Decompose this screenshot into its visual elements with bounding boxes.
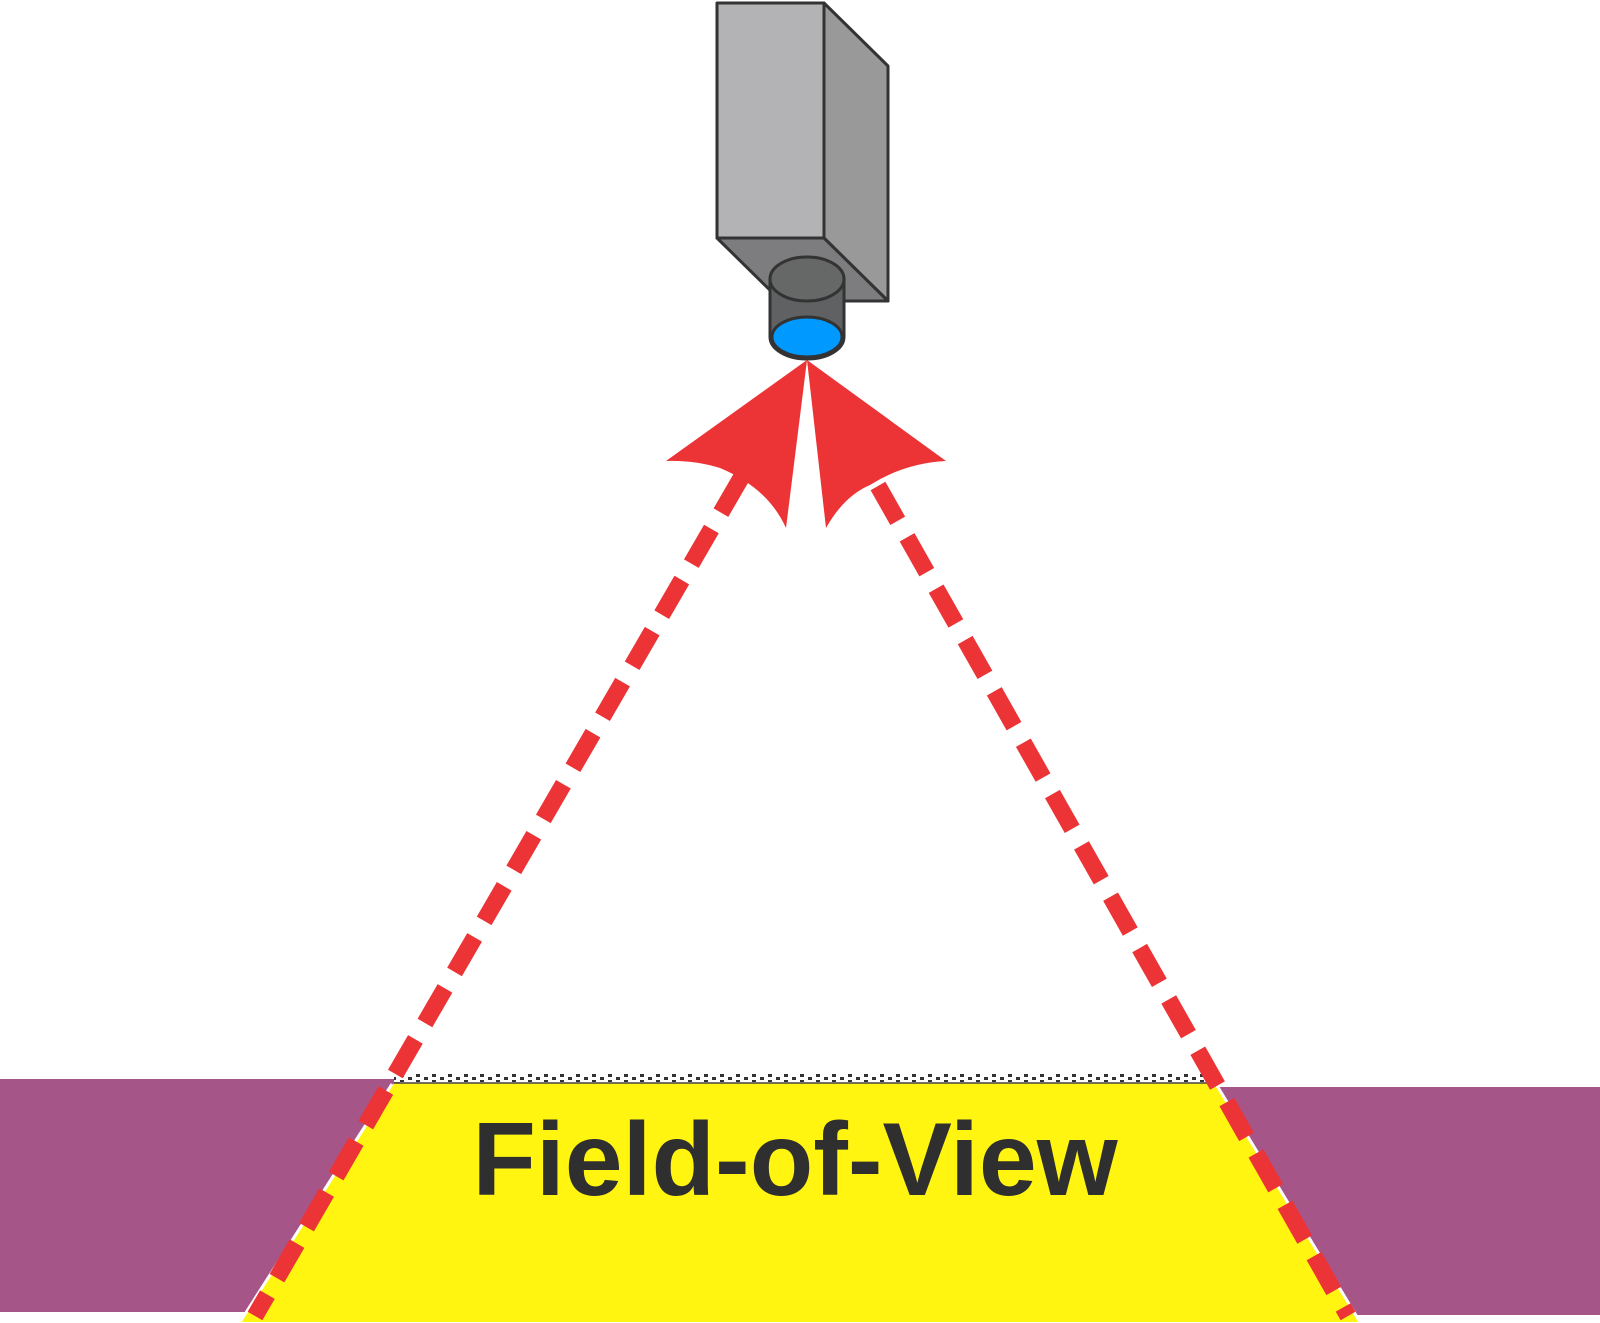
field-of-view-trapezoid (240, 1083, 1360, 1322)
ray-arrowheads (666, 360, 946, 528)
camera-front-face (715, 1, 826, 240)
left-arrowhead (666, 360, 807, 528)
left-ray (247, 473, 749, 1321)
right-arrowhead (807, 360, 946, 528)
field-of-view-top-edge (394, 1074, 1215, 1082)
view-rays (247, 473, 1356, 1321)
lens-icon (768, 255, 846, 361)
lens-glass (770, 315, 844, 359)
right-ray (870, 481, 1356, 1321)
lens-barrel-top (768, 255, 846, 303)
field-of-view-label: Field-of-View (472, 1102, 1118, 1218)
